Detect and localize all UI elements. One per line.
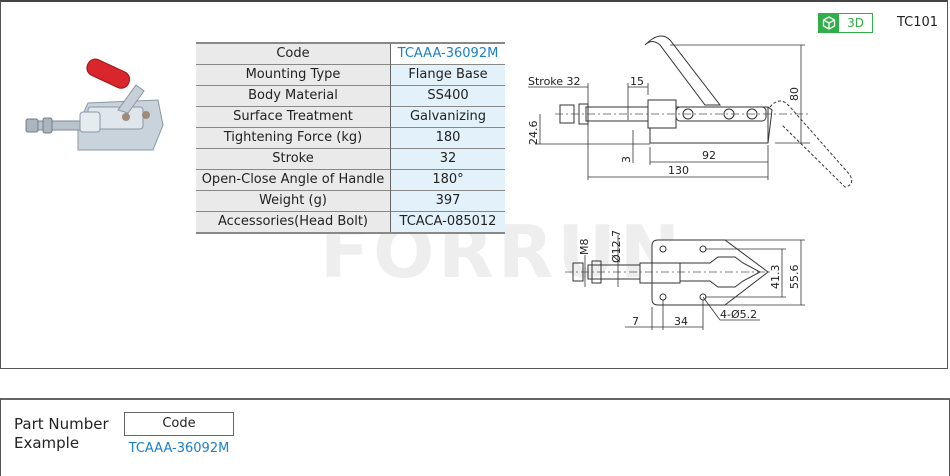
dim-41-3: 41.3 bbox=[769, 265, 782, 290]
spec-table: Code TCAAA-36092M Mounting Type Flange B… bbox=[196, 42, 505, 234]
spec-value-code-link[interactable]: TCAAA-36092M bbox=[390, 42, 505, 65]
spec-value: 397 bbox=[390, 190, 505, 212]
table-row: Weight (g) 397 bbox=[196, 190, 505, 212]
table-row: Stroke 32 bbox=[196, 148, 505, 170]
spec-value: 180 bbox=[390, 127, 505, 149]
spec-label: Tightening Force (kg) bbox=[196, 127, 391, 149]
spec-value: SS400 bbox=[390, 85, 505, 107]
product-photo bbox=[18, 55, 168, 155]
spec-label: Stroke bbox=[196, 148, 391, 170]
dim-92: 92 bbox=[702, 149, 716, 162]
dim-24-6: 24.6 bbox=[527, 121, 540, 146]
spec-label: Mounting Type bbox=[196, 64, 391, 86]
part-number-label-line2: Example bbox=[14, 434, 80, 452]
dim-7: 7 bbox=[632, 315, 639, 328]
table-row: Code TCAAA-36092M bbox=[196, 42, 505, 65]
spec-label: Open-Close Angle of Handle bbox=[196, 169, 391, 191]
table-row: Tightening Force (kg) 180 bbox=[196, 127, 505, 149]
table-row: Open-Close Angle of Handle 180° bbox=[196, 169, 505, 191]
spec-label: Surface Treatment bbox=[196, 106, 391, 128]
part-number-panel bbox=[0, 398, 950, 476]
table-row: Body Material SS400 bbox=[196, 85, 505, 107]
spec-label: Body Material bbox=[196, 85, 391, 107]
spec-label: Weight (g) bbox=[196, 190, 391, 212]
spec-label: Accessories(Head Bolt) bbox=[196, 211, 391, 234]
dim-130: 130 bbox=[668, 164, 689, 177]
table-row: Accessories(Head Bolt) TCACA-085012 bbox=[196, 211, 505, 234]
dim-34: 34 bbox=[674, 315, 688, 328]
spec-value: TCACA-085012 bbox=[390, 211, 505, 234]
dim-55-6: 55.6 bbox=[788, 265, 801, 290]
dim-stroke: Stroke 32 bbox=[528, 75, 581, 88]
3d-label: 3D bbox=[847, 16, 864, 30]
model-code: TC101 bbox=[897, 15, 939, 30]
dim-3: 3 bbox=[620, 156, 633, 163]
part-number-code-link[interactable]: TCAAA-36092M bbox=[128, 441, 230, 456]
part-number-label: Part Number Example bbox=[14, 415, 109, 453]
code-header-box: Code bbox=[124, 412, 234, 436]
top-view-drawing: M8 Ø12.7 7 34 4-Ø5.2 41.3 55.6 bbox=[565, 230, 805, 330]
cube-icon bbox=[819, 14, 839, 32]
dim-dia-12-7: Ø12.7 bbox=[610, 230, 623, 263]
spec-value: Flange Base bbox=[390, 64, 505, 86]
dim-m8: M8 bbox=[578, 239, 591, 256]
dim-15: 15 bbox=[630, 75, 644, 88]
product-spec-panel bbox=[0, 0, 948, 369]
dim-holes: 4-Ø5.2 bbox=[720, 308, 757, 321]
table-row: Surface Treatment Galvanizing bbox=[196, 106, 505, 128]
spec-value: 32 bbox=[390, 148, 505, 170]
spec-label: Code bbox=[196, 42, 391, 65]
dim-80: 80 bbox=[788, 87, 801, 101]
side-view-drawing: Stroke 32 15 24.6 3 92 130 80 bbox=[527, 35, 853, 188]
spec-value: 180° bbox=[390, 169, 505, 191]
spec-value: Galvanizing bbox=[390, 106, 505, 128]
3d-view-button[interactable]: 3D bbox=[818, 13, 873, 33]
part-number-label-line1: Part Number bbox=[14, 415, 109, 433]
table-row: Mounting Type Flange Base bbox=[196, 64, 505, 86]
